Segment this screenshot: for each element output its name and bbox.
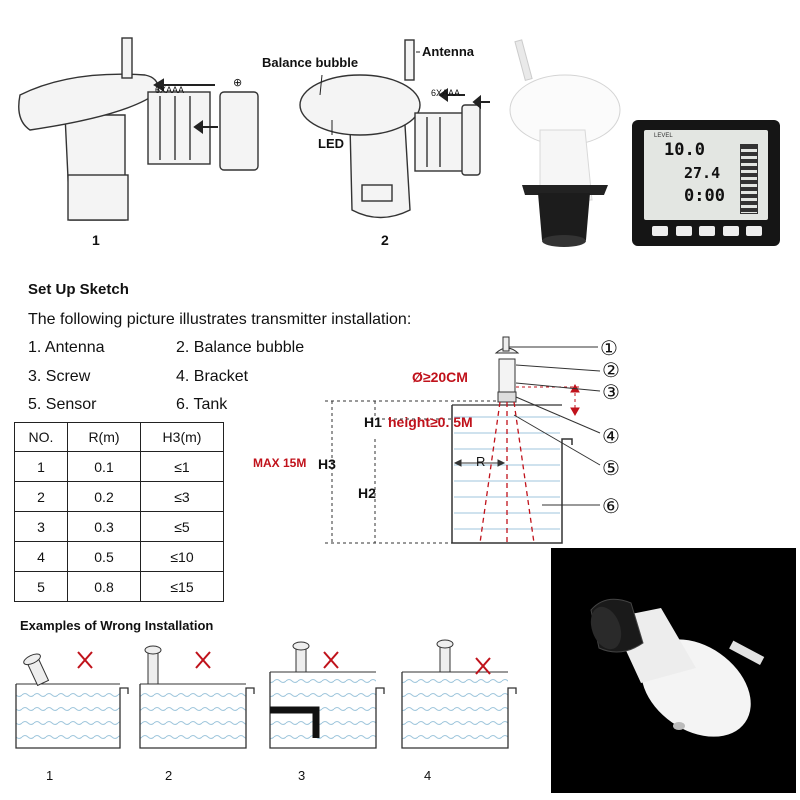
setup-subtitle: The following picture illustrates transm… <box>28 311 412 328</box>
cell-no: 5 <box>14 571 68 602</box>
antenna-label: Antenna <box>422 44 474 59</box>
wrong-example-2-label: 2 <box>165 768 173 783</box>
wrong-example-1-label: 1 <box>46 768 54 783</box>
wrong-example-3-label: 3 <box>298 768 306 783</box>
header-r: R(m) <box>67 422 141 452</box>
plus-symbol: ⊕ <box>233 77 243 89</box>
figure-2-label: 2 <box>381 232 389 248</box>
header-h3: H3(m) <box>140 422 224 452</box>
receiver-display-unit: LEVEL 10.0 27.4 0:00 <box>632 120 780 246</box>
cell-h3: ≤15 <box>140 571 224 602</box>
led-label: LED <box>318 136 344 151</box>
cell-r: 0.2 <box>67 481 141 512</box>
device-button[interactable] <box>675 226 692 236</box>
table-row: 4 0.5 ≤10 <box>14 541 224 572</box>
cell-h3: ≤3 <box>140 481 224 512</box>
lcd-top-text: LEVEL <box>654 133 673 139</box>
h2-label: H2 <box>358 485 376 501</box>
table-row: 3 0.3 ≤5 <box>14 511 224 542</box>
r-label: R <box>476 454 486 469</box>
cell-r: 0.5 <box>67 541 141 572</box>
cell-no: 1 <box>14 451 68 482</box>
callout-2: ② <box>602 360 620 382</box>
cell-h3: ≤5 <box>140 511 224 542</box>
device-button[interactable] <box>652 226 668 236</box>
cell-r: 0.1 <box>67 451 141 482</box>
callout-5: ⑤ <box>602 458 620 480</box>
table-header-row: NO. R(m) H3(m) <box>14 422 224 452</box>
lcd-reading-temp: 27.4 <box>684 164 721 182</box>
item-antenna: 1. Antenna <box>28 339 105 356</box>
item-sensor: 5. Sensor <box>28 396 97 413</box>
height-note-label: height≥0. 5M <box>388 414 473 430</box>
max-depth-label: MAX 15M <box>253 456 307 470</box>
cell-no: 3 <box>14 511 68 542</box>
device-button[interactable] <box>699 226 715 236</box>
table-row: 1 0.1 ≤1 <box>14 451 224 482</box>
device-button[interactable] <box>746 226 762 236</box>
diameter-label: Ø≥20CM <box>412 369 468 385</box>
table-row: 2 0.2 ≤3 <box>14 481 224 512</box>
button-row <box>652 226 762 238</box>
wrong-example-4-label: 4 <box>424 768 432 783</box>
header-no: NO. <box>14 422 68 452</box>
h3-label: H3 <box>318 456 336 472</box>
cell-h3: ≤10 <box>140 541 224 572</box>
battery-label-2: 6XAAA <box>431 88 461 98</box>
lcd-level-bar <box>740 144 758 214</box>
h1-label: H1 <box>364 414 382 430</box>
figure-1-label: 1 <box>92 232 100 248</box>
cell-r: 0.3 <box>67 511 141 542</box>
callout-4: ④ <box>602 426 620 448</box>
lcd-screen: LEVEL 10.0 27.4 0:00 <box>644 130 768 220</box>
item-balance-bubble: 2. Balance bubble <box>176 339 305 356</box>
figure-2-transmitter-parts <box>299 39 490 219</box>
transmitter-product-image <box>590 598 765 737</box>
balance-bubble-label: Balance bubble <box>262 55 359 70</box>
cell-no: 4 <box>14 541 68 572</box>
wrong-installation-title: Examples of Wrong Installation <box>20 618 214 633</box>
product-photo-black <box>551 548 796 793</box>
wrong-installation-examples <box>15 639 517 749</box>
installation-diagram <box>325 336 601 544</box>
setup-title: Set Up Sketch <box>28 281 129 298</box>
spec-table: NO. R(m) H3(m) 1 0.1 ≤1 2 0.2 ≤3 3 0.3 ≤… <box>14 422 224 602</box>
callout-3: ③ <box>602 382 620 404</box>
cell-h3: ≤1 <box>140 451 224 482</box>
item-bracket: 4. Bracket <box>176 368 249 385</box>
item-screw: 3. Screw <box>28 368 91 385</box>
battery-label-1: 6XAAA <box>155 85 185 95</box>
callout-6: ⑥ <box>602 496 620 518</box>
device-button[interactable] <box>722 226 739 236</box>
cell-no: 2 <box>14 481 68 512</box>
transmitter-photo <box>509 39 621 247</box>
callout-1: ① <box>600 338 618 360</box>
table-row: 5 0.8 ≤15 <box>14 571 224 602</box>
figure-1-transmitter-battery <box>18 37 259 221</box>
cell-r: 0.8 <box>67 571 141 602</box>
lcd-reading-level: 10.0 <box>664 140 705 160</box>
lcd-reading-time: 0:00 <box>684 186 725 206</box>
item-tank: 6. Tank <box>176 396 228 413</box>
